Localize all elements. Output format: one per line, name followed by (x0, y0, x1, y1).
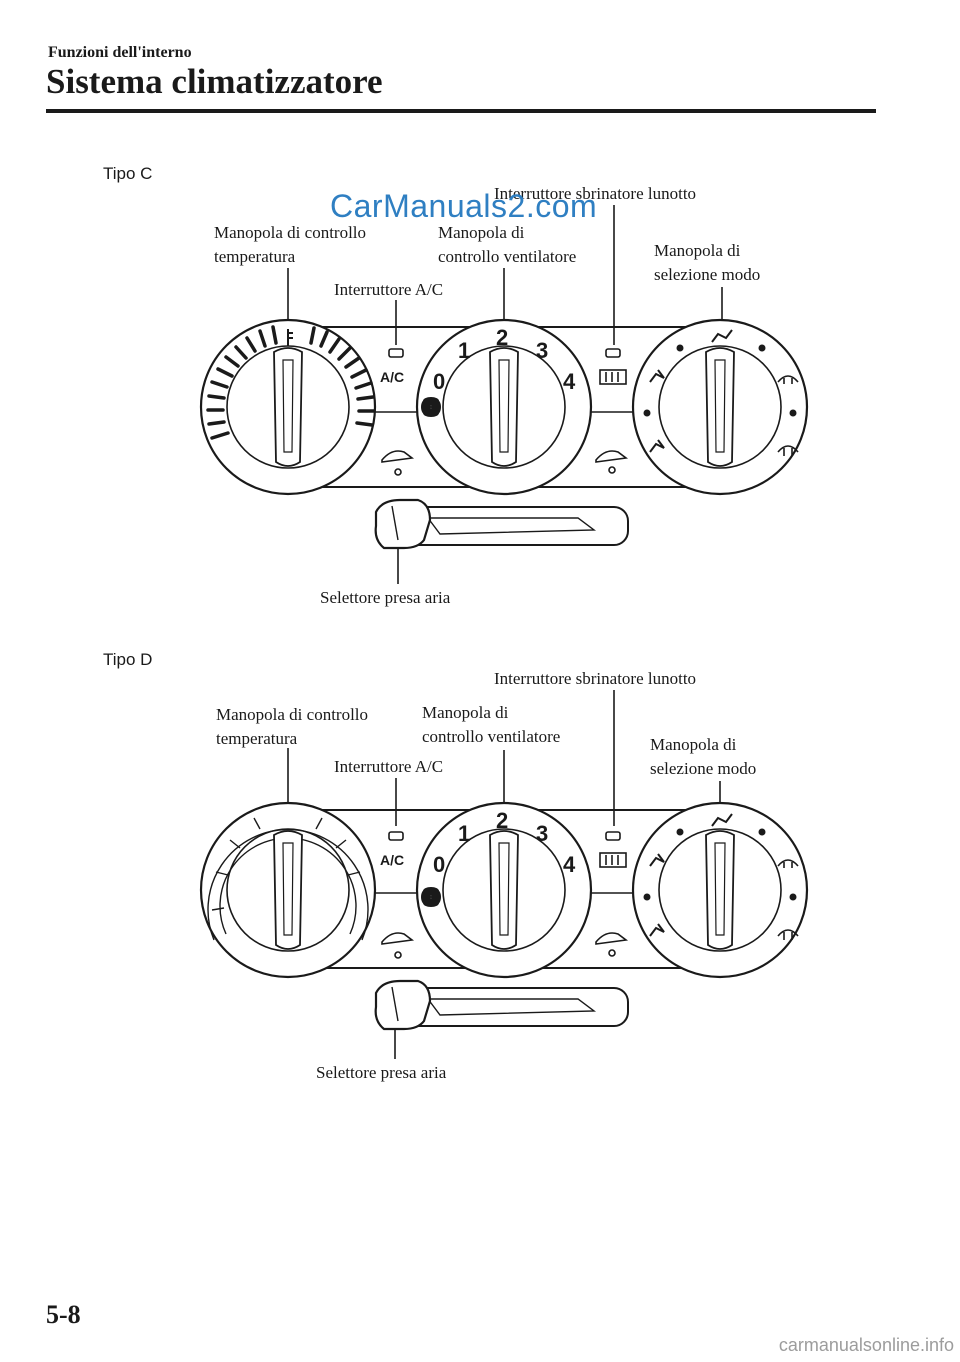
vent-face-icon-c (711, 329, 733, 343)
vent-bilevel-icon-d (649, 853, 665, 867)
callout-fan-knob-d: Manopola di controllo ventilatore (422, 703, 561, 746)
callout-fan-knob-c: Manopola di controllo ventilatore (438, 223, 577, 266)
air-intake-lever-c (374, 498, 432, 550)
ac-label-d: A/C (380, 852, 404, 868)
title-divider (46, 109, 876, 113)
ac-label-c: A/C (380, 369, 404, 385)
fan-speed-1-d: 1 (458, 821, 470, 846)
windshield-defrost-icon-d (777, 929, 799, 940)
temperature-scale-ticks-c (206, 325, 376, 440)
type-label-c: Tipo C (103, 164, 153, 183)
vent-defrost-floor-icon-c (777, 375, 799, 384)
thermometer-icon-c (287, 329, 293, 346)
fan-speed-4-c: 4 (563, 369, 576, 394)
fan-speed-3-c: 3 (536, 338, 548, 363)
vent-floor-icon-d (649, 923, 665, 937)
fresh-air-icon-d (595, 932, 629, 957)
vent-bilevel-icon-c (649, 369, 665, 383)
mode-position-dots-d (643, 828, 797, 901)
defroster-indicator-c (605, 348, 621, 358)
recirculation-icon-d (381, 932, 415, 959)
vent-floor-icon-c (649, 439, 665, 453)
type-label-d: Tipo D (103, 650, 153, 669)
callout-ac-switch-d: Interruttore A/C (334, 757, 444, 776)
temperature-knob-grip-d (273, 830, 303, 950)
fan-speed-1-c: 1 (458, 338, 470, 363)
callout-ac-switch-c: Interruttore A/C (334, 280, 444, 299)
vent-face-icon-d (711, 813, 733, 827)
temperature-knob-grip-c (273, 347, 303, 467)
fan-knob-grip-c (489, 347, 519, 467)
fresh-air-icon-c (595, 450, 629, 474)
fan-speed-2-d: 2 (496, 808, 508, 833)
air-intake-lever-d (374, 979, 432, 1031)
callout-temperature-knob-d: Manopola di controllo temperatura (216, 705, 369, 748)
temperature-ring-segments-d (211, 817, 361, 911)
recirculation-icon-c (381, 450, 415, 476)
vent-defrost-floor-icon-d (777, 859, 799, 868)
rear-defroster-icon-c (599, 369, 627, 385)
ac-indicator-d (388, 831, 404, 841)
callout-mode-knob-c: Manopola di selezione modo (654, 241, 761, 284)
fan-speed-3-d: 3 (536, 821, 548, 846)
mode-knob-grip-d (705, 830, 735, 950)
rear-defroster-icon-d (599, 852, 627, 868)
mode-knob-grip-c (705, 347, 735, 467)
ac-indicator-c (388, 348, 404, 358)
callout-air-intake-d: Selettore presa aria (316, 1063, 447, 1082)
footer-watermark: carmanualsonline.info (778, 1335, 954, 1355)
watermark-logo: CarManuals2.com (330, 188, 598, 224)
windshield-defrost-icon-c (777, 445, 799, 456)
fan-knob-grip-d (489, 830, 519, 950)
callout-rear-defroster-d: Interruttore sbrinatore lunotto (494, 669, 697, 688)
fan-icon-c (421, 397, 441, 417)
callout-air-intake-c: Selettore presa aria (320, 588, 451, 607)
callout-rear-defroster-c: Interruttore sbrinatore lunotto (494, 184, 697, 203)
section-label: Funzioni dell'interno (48, 44, 192, 61)
fan-speed-0-c: 0 (433, 369, 445, 394)
callout-temperature-knob-c: Manopola di controllo temperatura (214, 223, 367, 266)
callout-mode-knob-d: Manopola di selezione modo (650, 735, 757, 778)
fan-speed-4-d: 4 (563, 852, 576, 877)
fan-speed-2-c: 2 (496, 325, 508, 350)
fan-speed-0-d: 0 (433, 852, 445, 877)
mode-position-dots-c (643, 344, 797, 417)
fan-icon-d (421, 887, 441, 907)
defroster-indicator-d (605, 831, 621, 841)
page-title: Sistema climatizzatore (46, 62, 383, 101)
page-number: 5-8 (46, 1300, 81, 1329)
